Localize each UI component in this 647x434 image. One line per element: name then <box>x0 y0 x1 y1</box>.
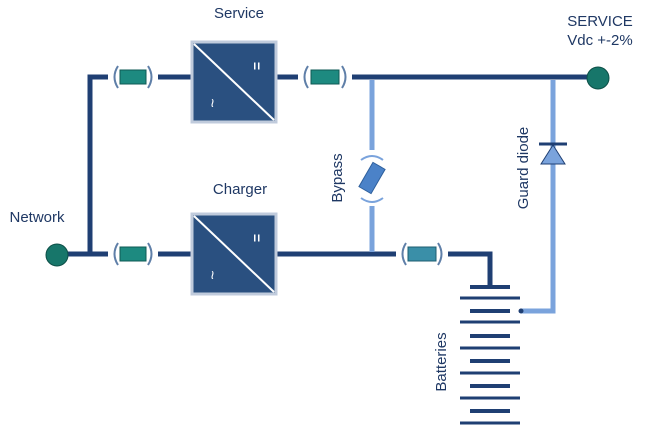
battery-stack <box>460 285 520 425</box>
fuses <box>108 65 448 266</box>
fuse-network-service <box>108 65 158 89</box>
guard-diode <box>539 142 567 165</box>
charger-label: Charger <box>213 181 267 198</box>
battery-tap-dot <box>518 308 524 314</box>
service-ac-symbol: ~ <box>203 98 220 107</box>
output-terminal <box>586 66 610 90</box>
bypass-label: Bypass <box>329 153 346 202</box>
output-label-line2: Vdc +-2% <box>567 32 632 49</box>
charger-ac-symbol: ~ <box>203 270 220 279</box>
network-terminal <box>45 243 69 267</box>
service-dc-symbol: = <box>249 62 265 70</box>
bypass-switch <box>358 150 386 206</box>
batteries-label: Batteries <box>433 332 450 391</box>
guard-diode-label: Guard diode <box>515 127 532 210</box>
fuse-network-charger <box>108 242 158 266</box>
service-label: Service <box>214 5 264 22</box>
network-label: Network <box>9 209 65 226</box>
fuse-charger-battery <box>396 242 448 266</box>
fuse-service-output <box>298 65 352 89</box>
output-label-line1: SERVICE <box>567 13 633 30</box>
charger-converter: = ~ <box>190 212 278 296</box>
service-converter: = ~ <box>190 40 278 124</box>
charger-dc-symbol: = <box>249 234 265 242</box>
